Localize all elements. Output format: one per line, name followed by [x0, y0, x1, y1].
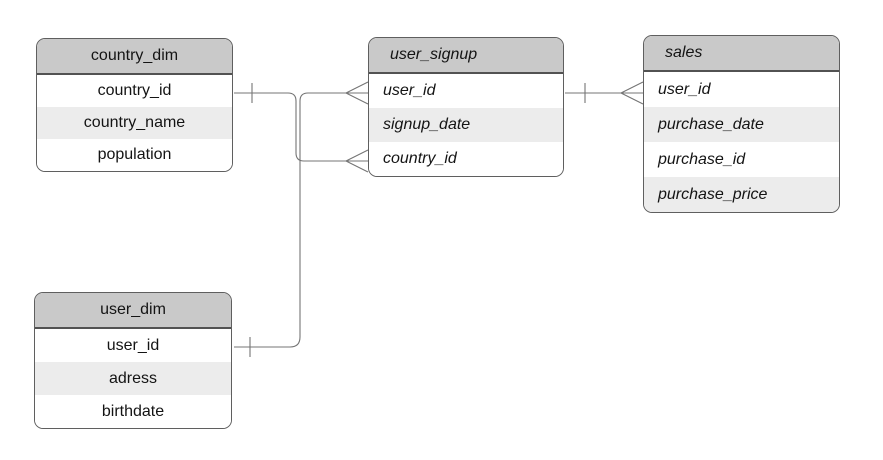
- table-row: population: [37, 139, 232, 171]
- entity-title: country_dim: [90, 47, 179, 64]
- column-name: user_id: [106, 336, 160, 354]
- table-row: country_id: [37, 75, 232, 107]
- table-row: user_id: [369, 74, 563, 108]
- table-row: user_id: [35, 329, 231, 362]
- table-row: adress: [35, 362, 231, 395]
- entity-header: country_dim: [37, 39, 232, 75]
- column-name: user_id: [658, 80, 711, 98]
- column-name: purchase_id: [658, 150, 746, 168]
- table-row: user_id: [644, 72, 839, 107]
- column-name: purchase_price: [658, 185, 768, 203]
- relationship-line: [234, 92, 368, 348]
- table-row: signup_date: [369, 108, 563, 142]
- relationship-user-signup-to-sales[interactable]: [565, 81, 644, 105]
- entity-user-signup[interactable]: user_signup user_id signup_date country_…: [368, 37, 564, 177]
- column-name: country_name: [83, 114, 186, 131]
- entity-header: user_signup: [369, 38, 563, 74]
- column-name: birthdate: [101, 402, 165, 420]
- crow-foot-icon: [620, 81, 644, 105]
- crow-foot-icon: [345, 81, 369, 105]
- entity-title: user_signup: [390, 46, 478, 63]
- table-row: purchase_id: [644, 142, 839, 177]
- entity-title: user_dim: [100, 301, 166, 318]
- entity-title: sales: [665, 44, 703, 61]
- entity-sales[interactable]: sales user_id purchase_date purchase_id …: [643, 35, 840, 213]
- crow-foot-icon: [345, 149, 369, 173]
- entity-header: sales: [644, 36, 839, 72]
- entity-user-dim[interactable]: user_dim user_id adress birthdate: [34, 292, 232, 429]
- column-name: country_id: [383, 150, 457, 167]
- relationship-user-dim-to-user-signup[interactable]: [234, 81, 369, 357]
- column-name: population: [97, 146, 172, 163]
- column-name: adress: [108, 369, 158, 387]
- table-row: birthdate: [35, 395, 231, 428]
- table-row: country_id: [369, 142, 563, 176]
- entity-header: user_dim: [35, 293, 231, 329]
- column-name: purchase_date: [658, 115, 764, 133]
- entity-country-dim[interactable]: country_dim country_id country_name popu…: [36, 38, 233, 172]
- column-name: country_id: [97, 82, 172, 99]
- column-name: user_id: [383, 82, 436, 99]
- table-row: purchase_price: [644, 177, 839, 212]
- relationship-line: [234, 92, 368, 162]
- table-row: purchase_date: [644, 107, 839, 142]
- table-row: country_name: [37, 107, 232, 139]
- column-name: signup_date: [383, 116, 471, 133]
- relationship-country-dim-to-user-signup[interactable]: [234, 83, 369, 173]
